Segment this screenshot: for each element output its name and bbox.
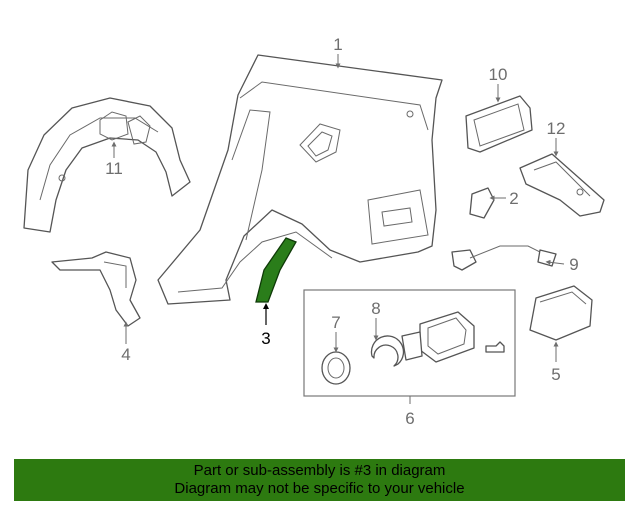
molding-strip (255, 237, 297, 303)
opener-cable-part (451, 245, 557, 271)
fuel-door-part (529, 285, 593, 341)
quarter-panel-part (157, 54, 443, 305)
callout-8: 8 (371, 299, 380, 318)
callout-1: 1 (333, 35, 342, 54)
banner-line-1: Part or sub-assembly is #3 in diagram (193, 462, 446, 479)
support-bracket-part (519, 153, 605, 217)
callout-9: 9 (569, 255, 578, 274)
callout-6: 6 (405, 409, 414, 428)
callout-7: 7 (331, 313, 340, 332)
gasket-ring (370, 335, 405, 367)
callout-4: 4 (121, 345, 130, 364)
callout-12: 12 (547, 119, 566, 138)
molding-part-highlighted (255, 237, 297, 303)
fuel-cap-ring (321, 351, 351, 385)
trim-bezel-part (465, 95, 533, 153)
callout-3: 3 (261, 329, 270, 348)
banner-line-2: Diagram may not be specific to your vehi… (174, 480, 465, 497)
callout-labels: 1 11 4 10 12 2 9 5 6 7 8 3 (105, 35, 579, 428)
callout-11: 11 (105, 159, 123, 178)
callout-2: 2 (509, 189, 518, 208)
leader-lines (111, 54, 565, 404)
info-banner: Part or sub-assembly is #3 in diagram Di… (14, 459, 625, 501)
clip-part (469, 187, 495, 219)
callout-5: 5 (551, 365, 560, 384)
wheel-liner-part (23, 97, 191, 233)
screw (485, 341, 505, 353)
bracket-part (51, 251, 141, 327)
callout-10: 10 (489, 65, 508, 84)
